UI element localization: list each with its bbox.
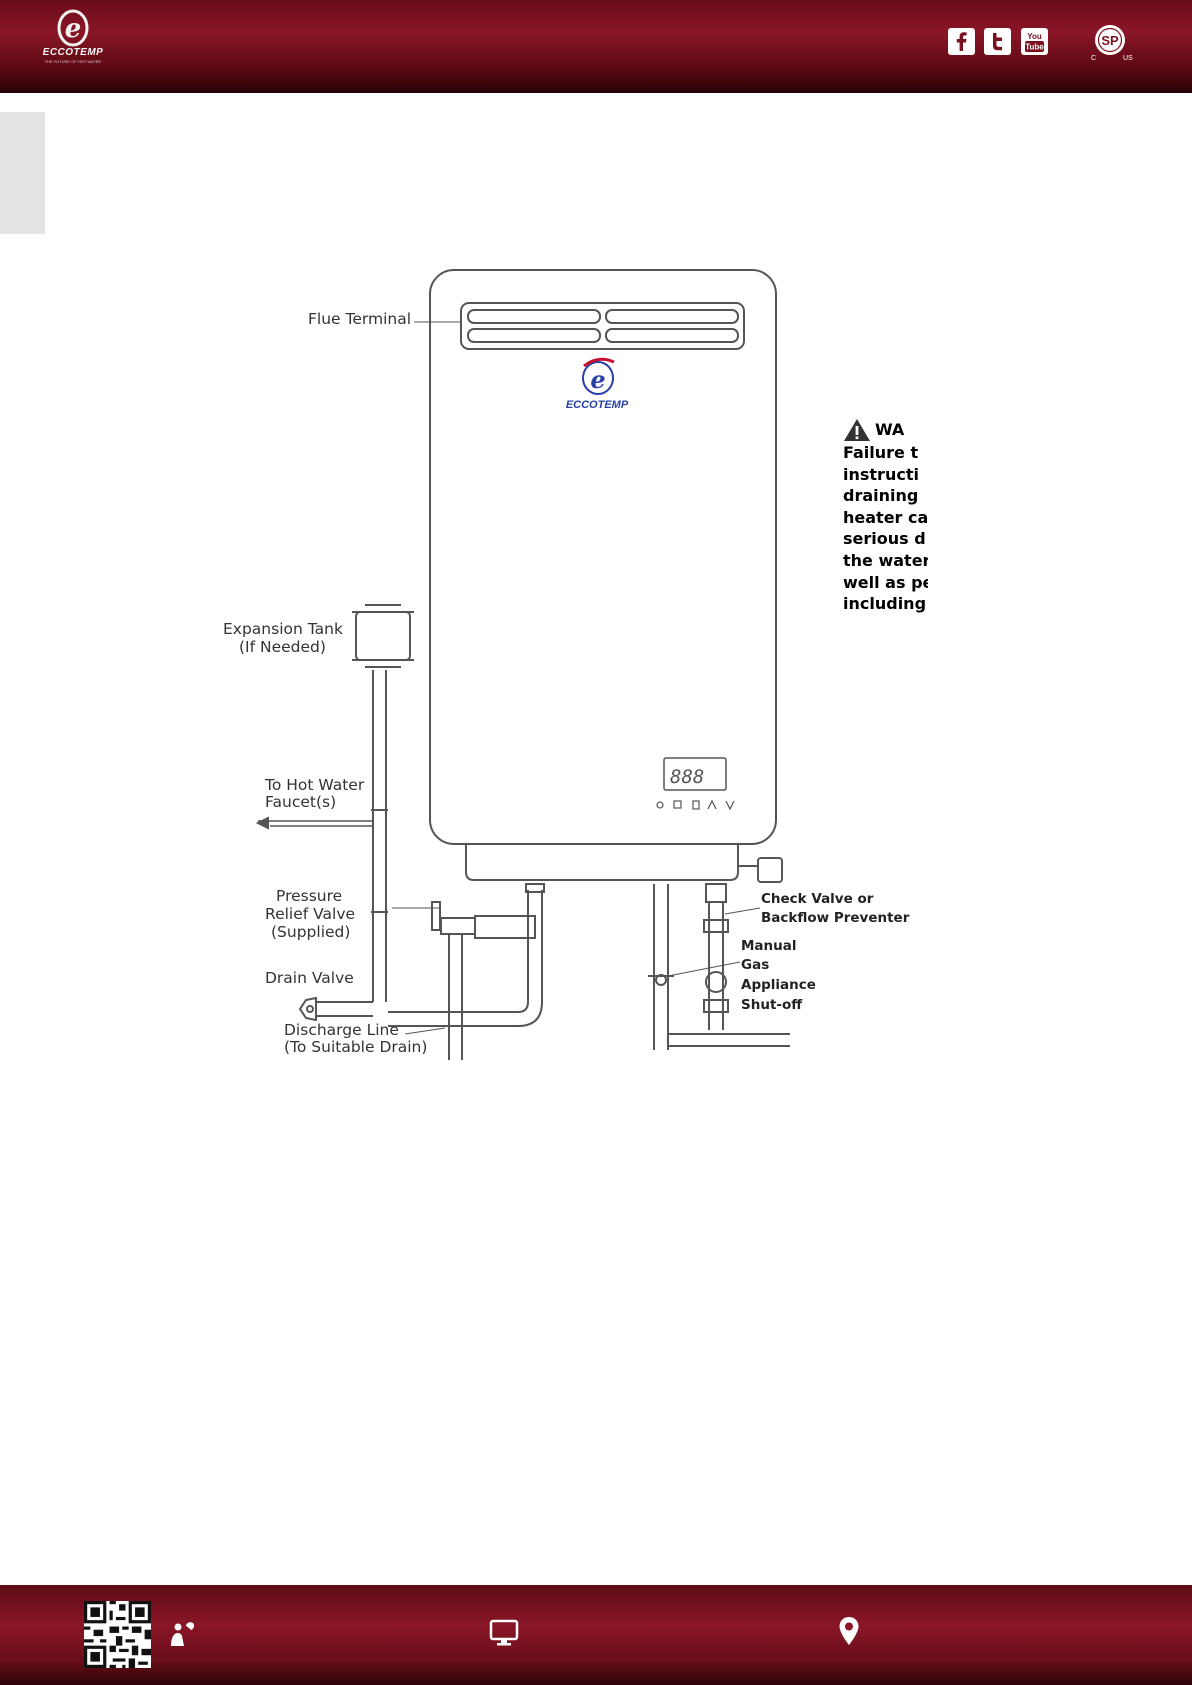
warning-line: heater ca [843, 507, 928, 527]
flue-terminal [460, 302, 745, 350]
warning-line: including [843, 594, 927, 614]
expansion-tank [355, 611, 411, 661]
label-discharge-line2: (To Suitable Drain) [284, 1038, 428, 1056]
facebook-icon[interactable] [948, 28, 975, 55]
label-pressure-relief-line1: Pressure [276, 887, 343, 905]
logo-tagline: THE FUTURE OF HOT WATER [44, 59, 102, 64]
warning-line: Failure t [843, 443, 919, 462]
youtube-icon[interactable]: You Tube [1021, 28, 1048, 55]
svg-text:ECCOTEMP: ECCOTEMP [566, 399, 629, 411]
warning-line: serious d [843, 529, 926, 549]
page-header: e ECCOTEMP THE FUTURE OF HOT WATER You T… [0, 0, 1192, 93]
label-hot-water-line1: To Hot Water [265, 776, 365, 794]
label-gas-shutoff-line4: Shut-off [741, 997, 803, 1013]
qr-code[interactable] [84, 1601, 151, 1668]
warning-triangle-icon [844, 419, 870, 441]
label-expansion-tank: Expansion Tank [223, 620, 343, 638]
svg-text:Tube: Tube [1025, 43, 1044, 52]
svg-text:You: You [1027, 32, 1042, 41]
label-pressure-relief-line3: (Supplied) [271, 923, 351, 941]
control-display [663, 757, 727, 791]
label-pressure-relief-line2: Relief Valve [265, 905, 356, 923]
phone-person-icon[interactable] [168, 1620, 198, 1648]
warning-title: WA [875, 420, 905, 440]
eccotemp-logo[interactable]: e ECCOTEMP THE FUTURE OF HOT WATER [38, 8, 108, 68]
label-drain-valve: Drain Valve [265, 969, 354, 987]
side-tab [0, 112, 45, 234]
label-expansion-tank-note: (If Needed) [239, 638, 326, 656]
logo-wordmark: ECCOTEMP [42, 47, 104, 58]
label-gas-shutoff-line1: Manual [741, 938, 797, 954]
warning-line: draining [843, 486, 919, 506]
warning-line: the water [843, 550, 928, 570]
svg-text:SP: SP [1101, 33, 1119, 48]
label-hot-water-line2: Faucet(s) [265, 793, 337, 811]
svg-text:e: e [590, 365, 605, 394]
warning-box: WA Failure t instructi draining heater c… [843, 418, 928, 615]
page-footer [0, 1585, 1192, 1685]
label-discharge-line1: Discharge Line [284, 1021, 399, 1039]
label-check-valve-line1: Check Valve or [761, 891, 874, 907]
label-check-valve-line2: Backflow Preventer [761, 910, 910, 926]
warning-line: well as pe [843, 572, 928, 592]
eccotemp-e-icon: e [57, 9, 89, 47]
label-gas-shutoff-line3: Appliance [741, 977, 816, 993]
warning-line: instructi [843, 464, 919, 484]
svg-text:C: C [1091, 55, 1096, 62]
water-heater-body [429, 269, 777, 845]
svg-text:US: US [1123, 55, 1133, 62]
label-flue-terminal: Flue Terminal [308, 310, 412, 328]
label-gas-shutoff-line2: Gas [741, 957, 770, 973]
heater-brand-logo: e ECCOTEMP [566, 357, 629, 411]
twitter-icon[interactable] [984, 28, 1011, 55]
svg-text:e: e [65, 14, 82, 44]
csa-certification-icon: SP C US [1091, 25, 1133, 62]
location-pin-icon[interactable] [838, 1616, 860, 1646]
svg-text:888: 888 [670, 766, 704, 788]
monitor-icon[interactable] [489, 1618, 519, 1648]
